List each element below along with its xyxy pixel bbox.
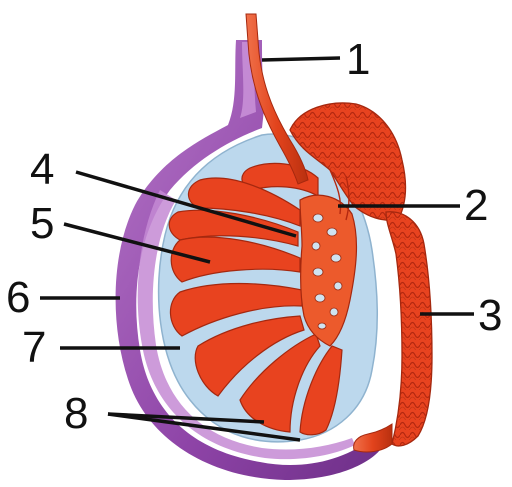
label-5: 5 — [30, 199, 54, 248]
label-4: 4 — [30, 145, 54, 194]
epididymis-body — [386, 212, 432, 446]
label-3: 3 — [478, 291, 502, 340]
label-6: 6 — [6, 273, 30, 322]
label-8: 8 — [64, 389, 88, 438]
leader-1 — [262, 58, 340, 60]
label-2: 2 — [464, 181, 488, 230]
label-7: 7 — [22, 323, 46, 372]
label-1: 1 — [346, 35, 370, 84]
